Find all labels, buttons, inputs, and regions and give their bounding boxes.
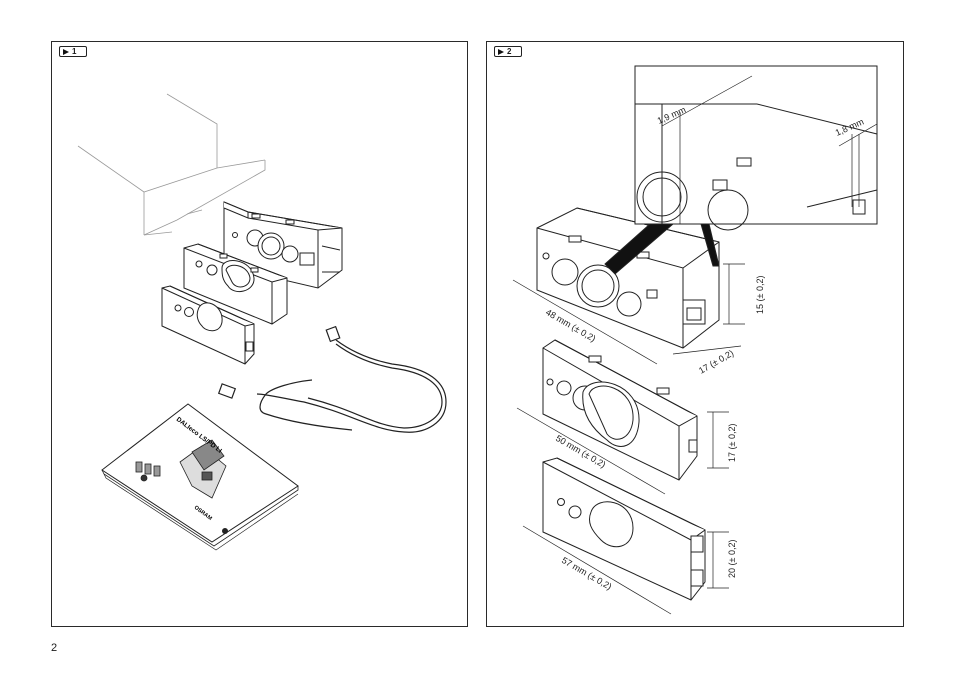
dimension-drawing: 1,9 mm 1,8 mm 48 mm (± 0,2) 15 (± 0,2) 1… <box>512 65 878 615</box>
front-cover-dimensioned <box>542 457 706 601</box>
play-arrow-icon <box>498 48 504 55</box>
packaging-box <box>77 93 266 236</box>
housing-dimension-lines <box>512 263 745 365</box>
patch-cable <box>217 325 447 433</box>
middle-frame-dimensioned <box>542 339 698 481</box>
frame-dimension-lines <box>516 407 729 495</box>
housing-depth-label: 17 (± 0,2) <box>697 348 735 376</box>
detail-callout: 1,9 mm 1,8 mm <box>604 65 878 275</box>
housing-length-label: 48 mm (± 0,2) <box>544 307 597 344</box>
frame-height-label: 17 (± 0,2) <box>727 424 737 462</box>
instruction-booklet: DALIeco LS/PD LI OSRAM <box>101 403 299 551</box>
housing-height-label: 15 (± 0,2) <box>755 276 765 314</box>
step-number: 2 <box>507 47 512 56</box>
front-cover <box>161 285 255 365</box>
booklet-product-photo <box>135 439 227 499</box>
exploded-package-illustration: DALIeco LS/PD LI OSRAM <box>77 93 447 551</box>
step-badge-1: 1 <box>59 46 87 57</box>
figure-1-panel: 1 <box>51 41 468 627</box>
figure-2-panel: 2 <box>486 41 904 627</box>
cover-height-label: 20 (± 0,2) <box>727 540 737 578</box>
osram-logo-icon <box>222 528 228 534</box>
page-number: 2 <box>51 642 58 654</box>
step-badge-2: 2 <box>494 46 522 57</box>
step-number: 1 <box>72 47 77 56</box>
middle-frame <box>183 243 288 325</box>
play-arrow-icon <box>63 48 69 55</box>
cover-dimension-lines <box>522 525 729 615</box>
